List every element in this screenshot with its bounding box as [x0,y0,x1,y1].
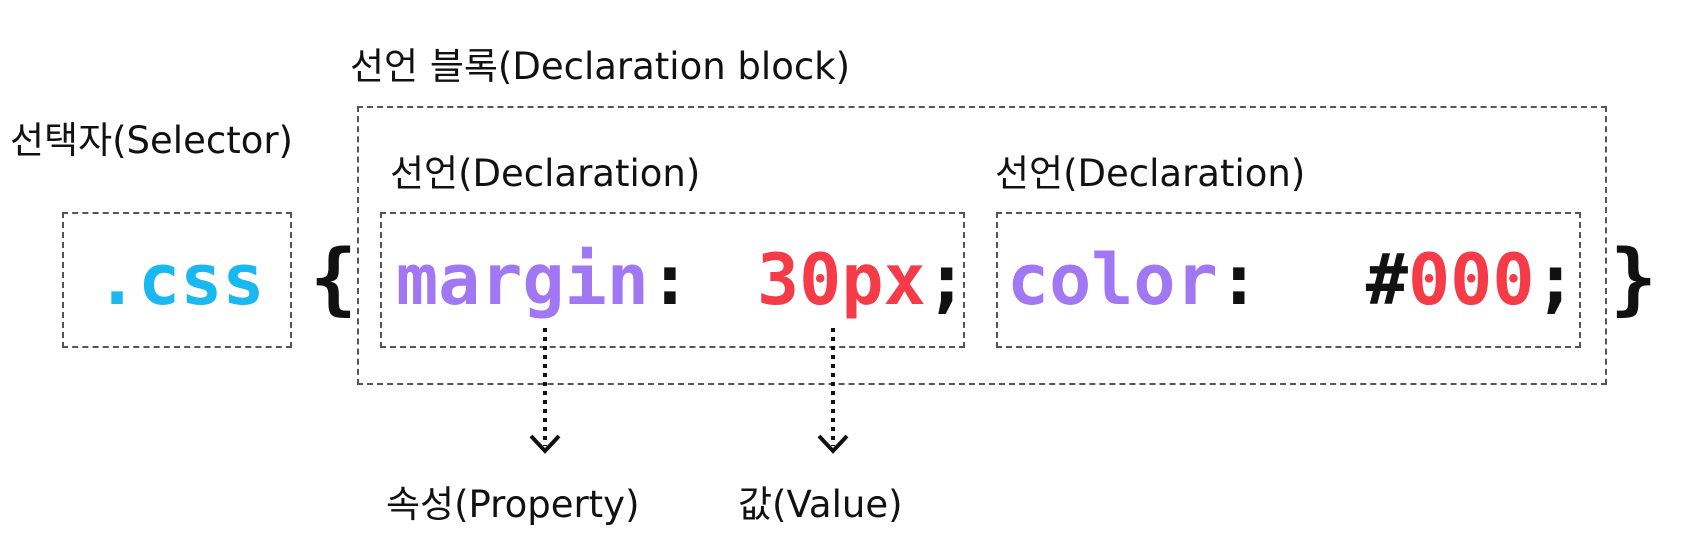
colon-2: : [1217,239,1260,321]
declaration-block-label: 선언 블록(Declaration block) [350,45,851,88]
semicolon-2: ; [1534,239,1577,321]
value-30px: 30px [757,239,926,321]
declaration-box-2 [996,212,1581,348]
selector-code: .css [96,239,265,321]
declaration-label-2: 선언(Declaration) [995,152,1306,195]
declaration-code-1: margin:30px; [396,245,968,315]
property-label: 속성(Property) [386,483,640,526]
declaration-code-2: color:#000; [1007,245,1577,315]
close-brace: } [1610,234,1657,324]
hash-symbol: # [1365,239,1409,321]
property-arrow-icon [529,328,561,454]
value-000: 000 [1408,239,1535,321]
declaration-label-1: 선언(Declaration) [390,152,701,195]
selector-label: 선택자(Selector) [10,119,293,162]
declaration-block-box [357,106,1607,385]
property-margin: margin [396,239,649,321]
value-label: 값(Value) [738,483,903,526]
declaration-box-1 [380,212,965,348]
colon-1: : [648,239,692,321]
value-arrow-icon [817,328,849,454]
open-brace: { [310,234,357,324]
semicolon-1: ; [925,239,968,321]
selector-box [62,212,292,348]
property-color: color [1007,239,1218,321]
